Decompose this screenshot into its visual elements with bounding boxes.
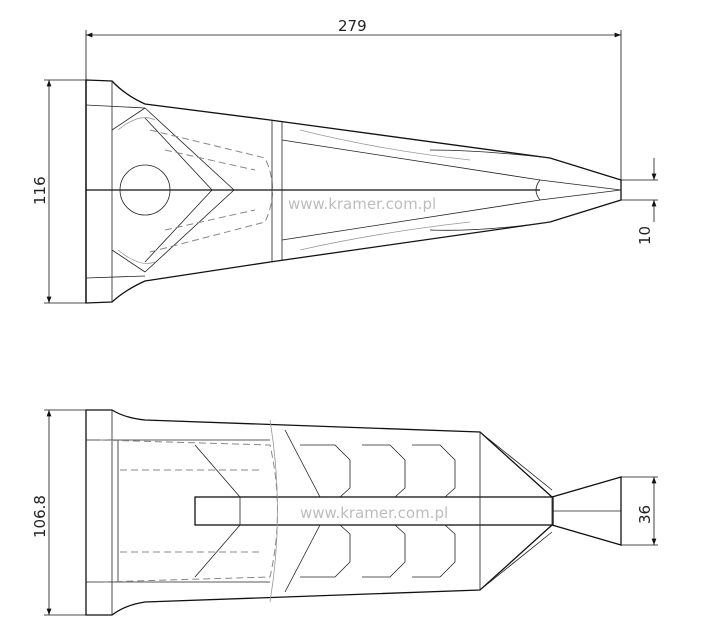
tip-dimension-label: 10: [636, 226, 654, 245]
watermark: www.kramer.com.pl: [300, 504, 448, 522]
dimension-height-top: 116: [31, 79, 86, 304]
dimension-height-bottom: 106.8: [31, 409, 86, 616]
dimension-length: 279: [85, 17, 622, 180]
top-view-outline: [85, 79, 622, 304]
tip-dimension-label: 36: [636, 505, 654, 524]
watermark: www.kramer.com.pl: [288, 195, 436, 213]
height-dimension-label: 116: [31, 176, 49, 205]
dimension-tip-bottom: 36: [621, 476, 658, 546]
bottom-view: www.kramer.com.pl: [85, 409, 622, 616]
length-dimension-label: 279: [338, 17, 367, 35]
top-view: www.kramer.com.pl: [85, 79, 622, 304]
height-dimension-label: 106.8: [31, 495, 49, 538]
dimension-tip-top: 10: [621, 158, 658, 245]
